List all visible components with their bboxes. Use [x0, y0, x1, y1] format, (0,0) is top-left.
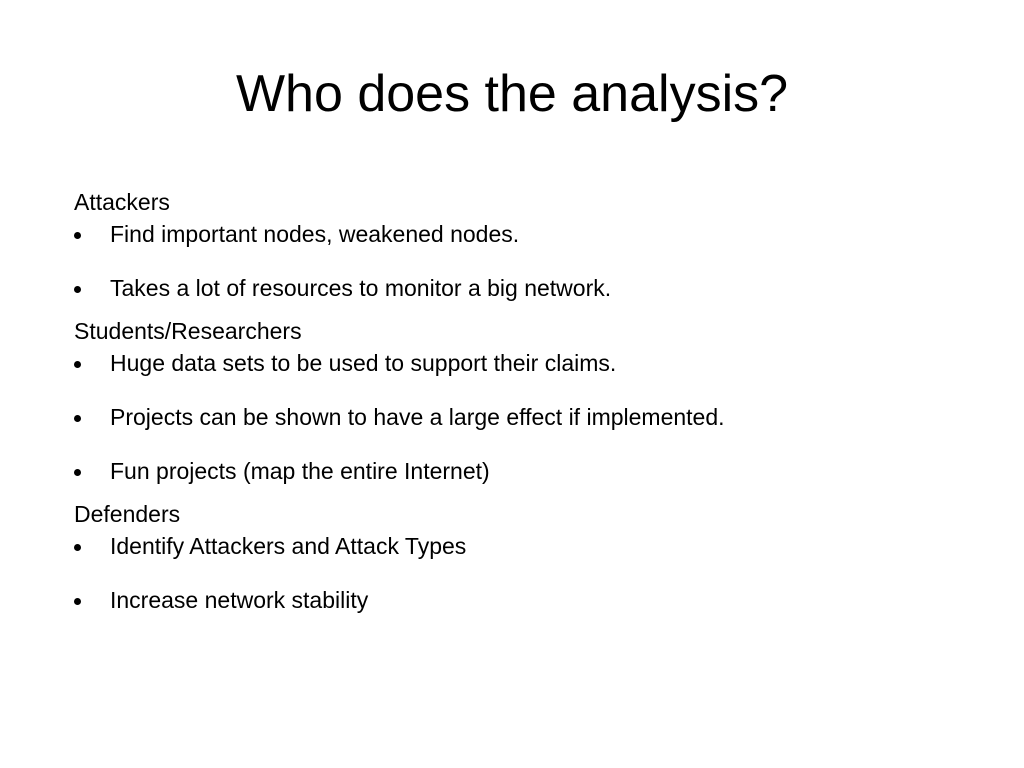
bullet-text: Takes a lot of resources to monitor a bi… — [110, 275, 612, 301]
bullet-list: Identify Attackers and Attack Types Incr… — [74, 530, 974, 616]
group-students-researchers: Students/Researchers Huge data sets to b… — [74, 315, 974, 487]
bullet-item: Find important nodes, weakened nodes. — [74, 218, 974, 250]
bullet-text: Fun projects (map the entire Internet) — [110, 458, 490, 484]
bullet-dot-icon — [74, 232, 81, 239]
slide-title: Who does the analysis? — [235, 65, 789, 123]
group-attackers: Attackers Find important nodes, weakened… — [74, 186, 974, 304]
bullet-dot-icon — [74, 469, 81, 476]
bullet-item: Huge data sets to be used to support the… — [74, 347, 974, 379]
bullet-item: Increase network stability — [74, 584, 974, 616]
bullet-item: Identify Attackers and Attack Types — [74, 530, 974, 562]
group-defenders: Defenders Identify Attackers and Attack … — [74, 498, 974, 616]
bullet-text: Projects can be shown to have a large ef… — [110, 404, 725, 430]
bullet-item: Fun projects (map the entire Internet) — [74, 455, 974, 487]
bullet-item: Projects can be shown to have a large ef… — [74, 401, 974, 433]
bullet-text: Identify Attackers and Attack Types — [110, 533, 467, 559]
bullet-dot-icon — [74, 544, 81, 551]
bullet-dot-icon — [74, 415, 81, 422]
bullet-text: Increase network stability — [110, 587, 369, 613]
bullet-dot-icon — [74, 598, 81, 605]
group-heading: Attackers — [74, 189, 170, 215]
slide-content: Attackers Find important nodes, weakened… — [74, 186, 974, 627]
bullet-list: Find important nodes, weakened nodes. Ta… — [74, 218, 974, 304]
bullet-text: Find important nodes, weakened nodes. — [110, 221, 520, 247]
bullet-text: Huge data sets to be used to support the… — [110, 350, 617, 376]
bullet-dot-icon — [74, 361, 81, 368]
bullet-list: Huge data sets to be used to support the… — [74, 347, 974, 487]
group-heading: Defenders — [74, 501, 181, 527]
group-heading: Students/Researchers — [74, 318, 302, 344]
bullet-dot-icon — [74, 286, 81, 293]
bullet-item: Takes a lot of resources to monitor a bi… — [74, 272, 974, 304]
